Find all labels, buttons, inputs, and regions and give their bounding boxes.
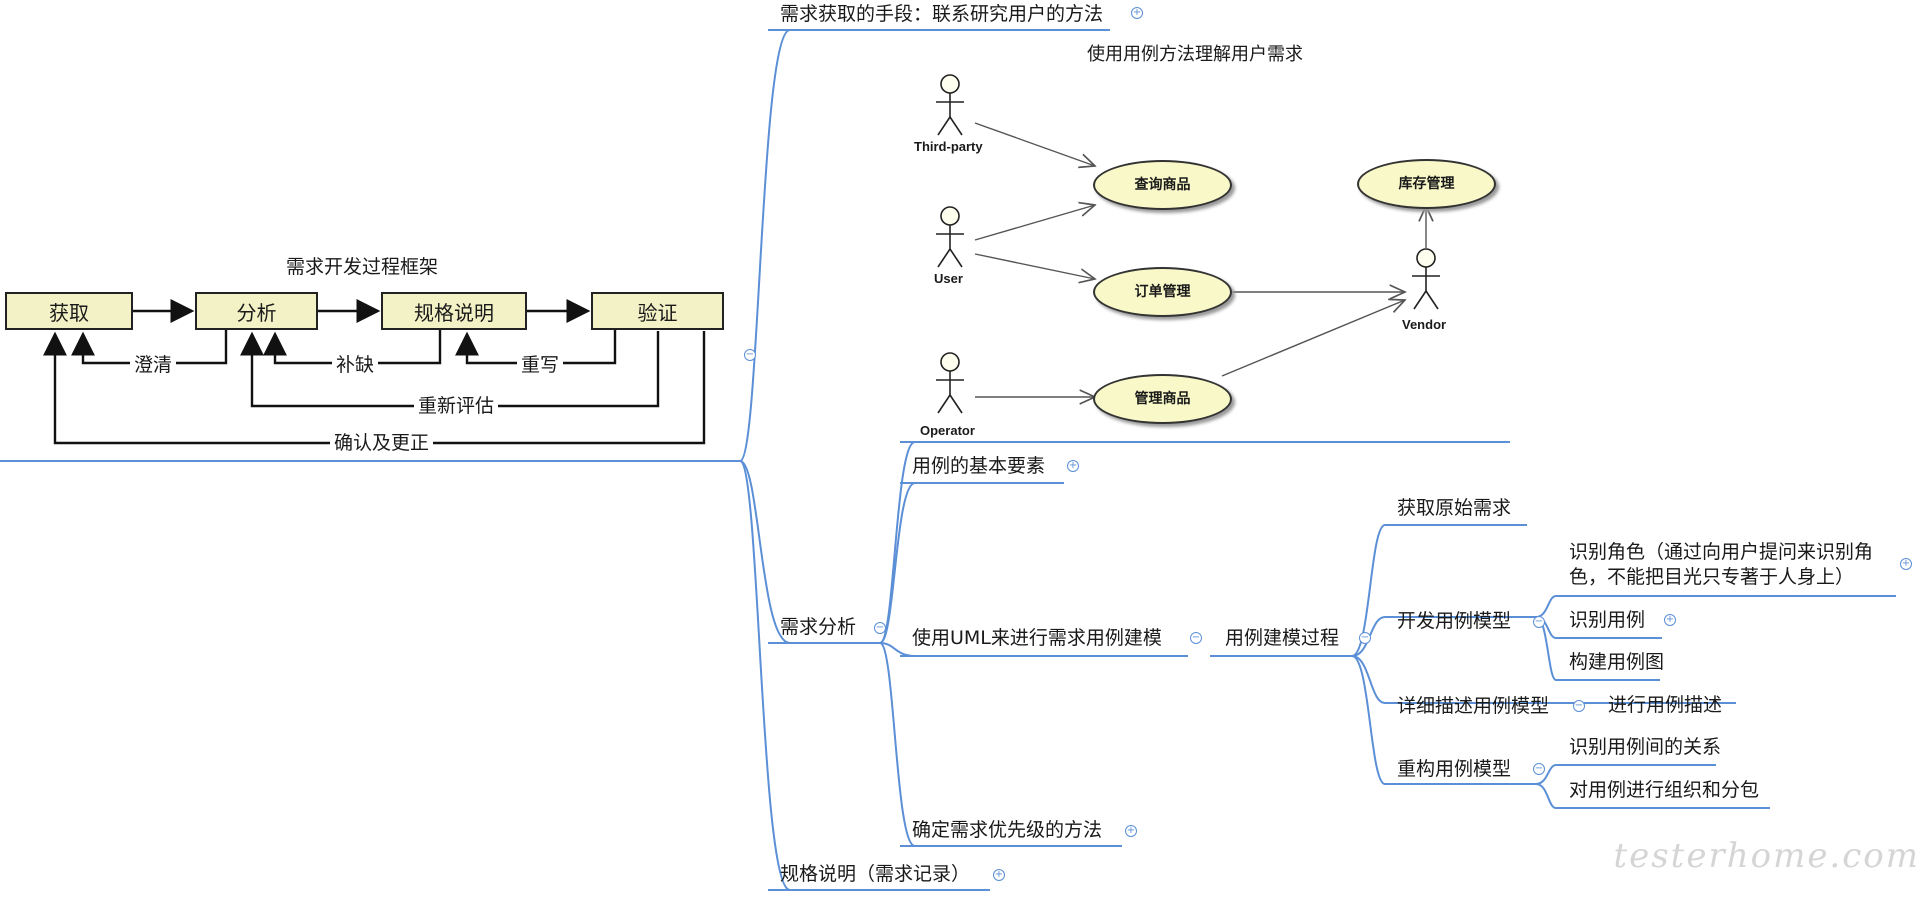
node-usecase-basic-elements[interactable]: 用例的基本要素 [912, 455, 1046, 477]
step-refactor-usecase-model[interactable]: 重构用例模型 [1397, 758, 1512, 780]
node-uml-collapse[interactable]: − [1190, 632, 1202, 644]
node-uml-modeling[interactable]: 使用UML来进行需求用例建模 [912, 627, 1162, 649]
usecase-diagram-title: 使用用例方法理解用户需求 [1087, 44, 1303, 65]
step-gather-raw-requirements[interactable]: 获取原始需求 [1397, 497, 1512, 519]
actor-user: User [934, 271, 963, 286]
branch2-collapse-toggle[interactable]: − [874, 622, 886, 634]
framework-title: 需求开发过程框架 [286, 256, 439, 278]
step-describe-collapse[interactable]: − [1573, 700, 1585, 712]
branch3-expand-toggle[interactable]: + [993, 869, 1005, 881]
node-modeling-process[interactable]: 用例建模过程 [1225, 627, 1340, 649]
branch-requirement-analysis[interactable]: 需求分析 [780, 616, 857, 638]
leaf-build-usecase-diagram[interactable]: 构建用例图 [1569, 651, 1665, 673]
watermark: testerhome.com [1613, 836, 1920, 876]
leaf-identify-relationships[interactable]: 识别用例间的关系 [1569, 736, 1722, 758]
branch-acquisition-methods[interactable]: 需求获取的手段：联系研究用户的方法 [780, 3, 1104, 25]
fw-label-reassess: 重新评估 [414, 394, 499, 418]
leaf-identify-usecases-expand[interactable]: + [1664, 614, 1676, 626]
fw-label-clarify: 澄清 [130, 353, 177, 377]
branch1-expand-toggle[interactable]: + [1131, 7, 1143, 19]
leaf-identify-roles-expand[interactable]: + [1900, 558, 1912, 570]
actor-operator: Operator [920, 423, 975, 438]
usecase-query-goods: 查询商品 [1093, 160, 1232, 210]
leaf-identify-roles-line2[interactable]: 色，不能把目光只专著于人身上） [1569, 566, 1855, 588]
usecase-manage-goods: 管理商品 [1093, 374, 1232, 424]
fw-box-validate: 验证 [591, 292, 724, 330]
actor-figures [936, 74, 1440, 414]
node-basic-elements-expand[interactable]: + [1067, 460, 1079, 472]
branch-specification[interactable]: 规格说明（需求记录） [780, 863, 971, 885]
actor-vendor: Vendor [1402, 317, 1447, 332]
node-priority-methods[interactable]: 确定需求优先级的方法 [912, 819, 1103, 841]
node-modeling-process-collapse[interactable]: − [1359, 632, 1371, 644]
usecase-order-management: 订单管理 [1093, 267, 1232, 317]
usecase-inventory-management: 库存管理 [1357, 159, 1496, 209]
fw-box-acquire: 获取 [5, 292, 133, 330]
root-collapse-toggle[interactable]: − [744, 349, 756, 361]
step-develop-collapse[interactable]: − [1533, 616, 1545, 628]
step-describe-usecase-model[interactable]: 详细描述用例模型 [1397, 695, 1550, 717]
fw-box-analyze: 分析 [195, 292, 318, 330]
fw-label-rewrite: 重写 [517, 353, 564, 377]
actor-third-party: Third-party [914, 139, 983, 154]
leaf-write-usecase-description[interactable]: 进行用例描述 [1608, 694, 1723, 716]
leaf-organize-and-package[interactable]: 对用例进行组织和分包 [1569, 779, 1760, 801]
node-priority-expand[interactable]: + [1125, 825, 1137, 837]
leaf-identify-usecases[interactable]: 识别用例 [1569, 609, 1646, 631]
fw-label-fill: 补缺 [332, 353, 379, 377]
fw-box-specify: 规格说明 [381, 292, 527, 330]
leaf-identify-roles-line1[interactable]: 识别角色（通过向用户提问来识别角 [1569, 541, 1874, 563]
step-refactor-collapse[interactable]: − [1533, 763, 1545, 775]
fw-label-confirm: 确认及更正 [330, 431, 434, 455]
step-develop-usecase-model[interactable]: 开发用例模型 [1397, 610, 1512, 632]
